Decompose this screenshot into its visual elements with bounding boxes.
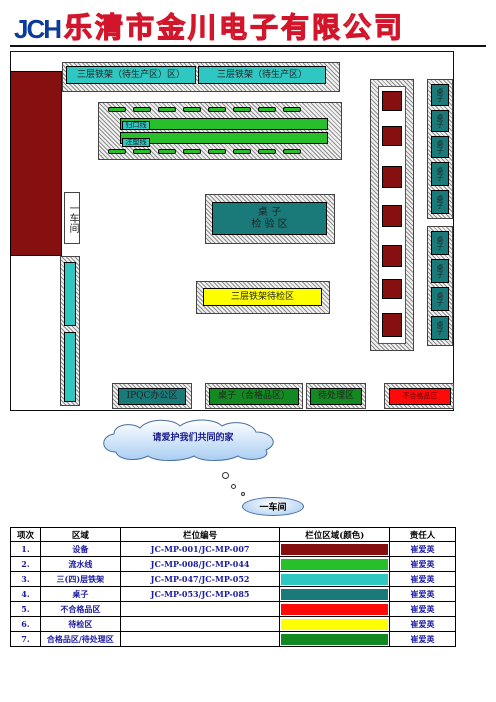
line-label-1: 归口线 bbox=[122, 121, 150, 130]
legend-color-swatch bbox=[281, 618, 389, 630]
legend-owner: 崔爱英 bbox=[389, 586, 456, 602]
legend-no: 2. bbox=[10, 556, 41, 572]
legend-color-swatch bbox=[281, 558, 389, 570]
desk-1: 桌子 bbox=[431, 84, 449, 106]
header-area: 区域 bbox=[39, 527, 121, 542]
legend-color-swatch bbox=[281, 543, 389, 555]
equipment-7 bbox=[382, 313, 402, 337]
legend-code: JC-MP-001/JC-MP-007 bbox=[119, 541, 281, 557]
legend-code: JC-MP-008/JC-MP-044 bbox=[119, 556, 281, 572]
line-label-2: 注塑线 bbox=[122, 138, 150, 147]
header-code: 栏位编号 bbox=[119, 527, 281, 542]
bubble-dot-2 bbox=[231, 484, 236, 489]
equipment-column bbox=[10, 71, 62, 256]
legend-no: 4. bbox=[10, 586, 41, 602]
equipment-1 bbox=[382, 91, 402, 111]
header-no: 项次 bbox=[10, 527, 41, 542]
legend-code bbox=[119, 631, 281, 647]
company-name: 乐清市金川电子有限公司 bbox=[63, 11, 406, 44]
legend-color-cell bbox=[279, 571, 391, 587]
legend-area: 不合格品区 bbox=[39, 601, 121, 617]
equipment-4 bbox=[382, 205, 402, 227]
equipment-6 bbox=[382, 279, 402, 299]
legend-owner: 崔爱英 bbox=[389, 571, 456, 587]
legend-color-cell bbox=[279, 556, 391, 572]
legend-no: 7. bbox=[10, 631, 41, 647]
legend-color-swatch bbox=[281, 573, 389, 585]
desk-9: 桌子 bbox=[431, 316, 449, 340]
company-logo: JCH bbox=[14, 14, 62, 44]
legend-no: 6. bbox=[10, 616, 41, 632]
shelf-top-left: 三层铁架（待生产区）区） bbox=[66, 66, 196, 84]
workshop-oval: 一车间 bbox=[242, 497, 304, 516]
shelf-top-right: 三层铁架（待生产区） bbox=[198, 66, 326, 84]
shelf-pending: 三层铁架待检区 bbox=[203, 288, 322, 306]
legend-header-row: 项次 区域 栏位编号 栏位区域(颜色) 责任人 bbox=[10, 527, 456, 542]
legend-color-cell bbox=[279, 601, 391, 617]
header-divider bbox=[10, 45, 486, 47]
legend-no: 3. bbox=[10, 571, 41, 587]
chair-row-top bbox=[108, 107, 332, 112]
legend-code: JC-MP-053/JC-MP-085 bbox=[119, 586, 281, 602]
cloud-bubble bbox=[103, 419, 274, 461]
production-line-1 bbox=[120, 118, 328, 130]
pending-area: 待处理区 bbox=[310, 388, 362, 405]
legend-area: 桌子 bbox=[39, 586, 121, 602]
desk-5: 桌子 bbox=[431, 190, 449, 214]
desk-6: 桌子 bbox=[431, 231, 449, 255]
legend-owner: 崔爱英 bbox=[389, 556, 456, 572]
legend-no: 1. bbox=[10, 541, 41, 557]
bubble-dot-1 bbox=[222, 472, 229, 479]
legend-area: 设备 bbox=[39, 541, 121, 557]
qualified-area: 桌子（合格品区） bbox=[209, 388, 299, 405]
legend-no: 5. bbox=[10, 601, 41, 617]
production-line-2 bbox=[120, 132, 328, 144]
equipment-2 bbox=[382, 126, 402, 146]
legend-area: 流水线 bbox=[39, 556, 121, 572]
equipment-3 bbox=[382, 166, 402, 188]
equipment-5 bbox=[382, 245, 402, 267]
ipqc-office: IPQC办公区 bbox=[118, 388, 186, 405]
legend-row: 5.不合格品区 崔爱英 bbox=[10, 601, 456, 617]
legend-color-cell bbox=[279, 541, 391, 557]
legend-owner: 崔爱英 bbox=[389, 616, 456, 632]
nonconforming-area: 不合格品区 bbox=[389, 388, 451, 405]
legend-color-swatch bbox=[281, 603, 389, 615]
legend-area: 待检区 bbox=[39, 616, 121, 632]
legend-row: 7.合格品区/待处理区 崔爱英 bbox=[10, 631, 456, 647]
bubble-message: 请爱护我们共同的家 bbox=[152, 433, 234, 443]
legend-color-cell bbox=[279, 616, 391, 632]
legend-area: 三(四)层铁架 bbox=[39, 571, 121, 587]
legend-color-cell bbox=[279, 631, 391, 647]
desk-3: 桌子 bbox=[431, 136, 449, 158]
legend-code: JC-MP-047/JC-MP-052 bbox=[119, 571, 281, 587]
left-shelf-2 bbox=[64, 332, 76, 402]
desk-4: 桌子 bbox=[431, 162, 449, 186]
legend-color-cell bbox=[279, 586, 391, 602]
desk-8: 桌子 bbox=[431, 287, 449, 311]
legend-owner: 崔爱英 bbox=[389, 541, 456, 557]
header-color: 栏位区域(颜色) bbox=[279, 527, 391, 542]
chair-row-bottom bbox=[108, 149, 332, 155]
desk-7: 桌子 bbox=[431, 259, 449, 283]
legend-owner: 崔爱英 bbox=[389, 631, 456, 647]
left-shelf-1 bbox=[64, 262, 76, 326]
legend-owner: 崔爱英 bbox=[389, 601, 456, 617]
workshop-side-label: 一车间 bbox=[64, 192, 80, 244]
legend-color-swatch bbox=[281, 588, 389, 600]
legend-area: 合格品区/待处理区 bbox=[39, 631, 121, 647]
header-owner: 责任人 bbox=[389, 527, 456, 542]
legend-row: 6.待检区 崔爱英 bbox=[10, 616, 456, 632]
legend-code bbox=[119, 601, 281, 617]
legend-color-swatch bbox=[281, 633, 389, 645]
inspection-area: 桌 子 检 验 区 bbox=[212, 202, 327, 235]
bubble-dot-3 bbox=[241, 492, 245, 496]
legend-code bbox=[119, 616, 281, 632]
desk-2: 桌子 bbox=[431, 110, 449, 132]
